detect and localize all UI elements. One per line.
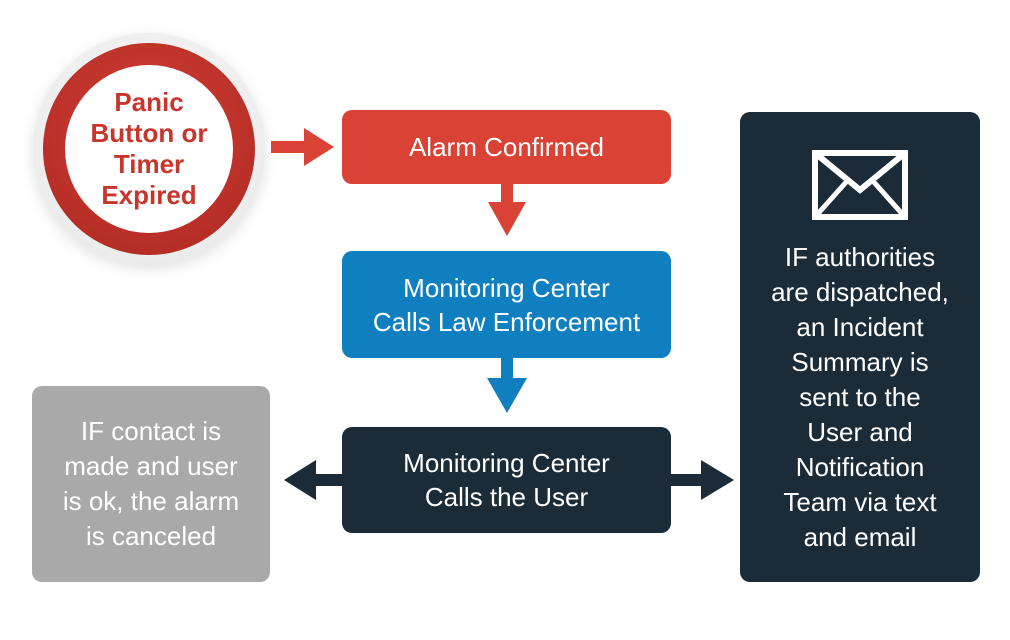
arrow-alarm-to-law xyxy=(488,184,526,236)
start-node-label: Panic Button or Timer Expired xyxy=(90,87,208,210)
calls-user-box: Monitoring Center Calls the User xyxy=(342,427,671,533)
law-enforcement-box: Monitoring Center Calls Law Enforcement xyxy=(342,251,671,358)
start-node: Panic Button or Timer Expired xyxy=(65,65,233,233)
arrow-user-to-canceled xyxy=(284,460,344,500)
arrow-law-to-user xyxy=(487,358,527,413)
authorities-dispatched-label: IF authorities are dispatched, an Incide… xyxy=(771,242,949,552)
alarm-canceled-label: IF contact is made and user is ok, the a… xyxy=(62,416,240,551)
alarm-confirmed-label: Alarm Confirmed xyxy=(408,132,605,162)
envelope-icon xyxy=(812,150,908,220)
law-enforcement-label: Monitoring Center Calls Law Enforcement xyxy=(372,272,641,337)
arrow-user-to-dispatched xyxy=(669,460,734,500)
alarm-confirmed-box: Alarm Confirmed xyxy=(342,110,671,184)
arrow-start-to-alarm xyxy=(271,128,334,166)
calls-user-label: Monitoring Center Calls the User xyxy=(403,448,610,512)
alarm-canceled-box: IF contact is made and user is ok, the a… xyxy=(32,386,270,582)
